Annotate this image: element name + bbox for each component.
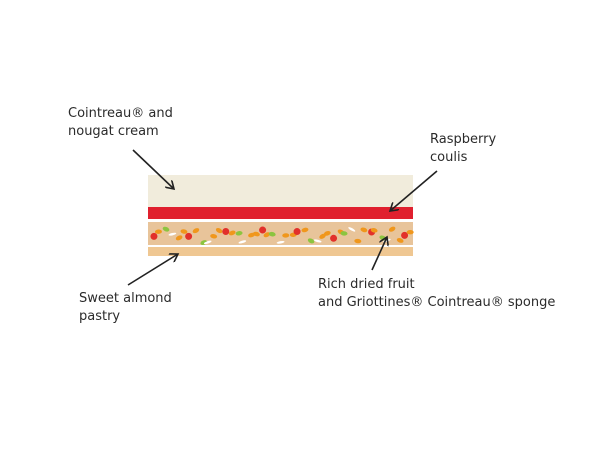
sponge-arrow xyxy=(371,237,387,271)
orange-piece xyxy=(323,231,331,236)
cherry-piece xyxy=(185,232,193,240)
green-piece xyxy=(268,231,276,237)
orange-piece xyxy=(354,238,362,244)
cherry-piece xyxy=(293,228,301,236)
sponge-label-line: Rich dried fruit xyxy=(318,277,415,292)
almond-piece xyxy=(348,227,356,232)
green-piece xyxy=(340,231,348,236)
coulis-label-line: coulis xyxy=(430,150,468,165)
orange-piece xyxy=(263,232,271,238)
almond-piece xyxy=(276,240,285,244)
sponge-label-line: and Griottines® Cointreau® sponge xyxy=(318,295,556,310)
cream-label-line: nougat cream xyxy=(68,124,159,139)
orange-piece xyxy=(252,231,260,237)
pastry-label-line: pastry xyxy=(79,309,121,324)
orange-piece xyxy=(406,229,414,235)
coulis-label-line: Raspberry xyxy=(430,132,497,147)
coulis-layer xyxy=(148,207,413,219)
almond-piece xyxy=(238,240,247,244)
cream-label-line: Cointreau® and xyxy=(68,106,173,121)
orange-piece xyxy=(360,227,368,233)
sponge-layer xyxy=(148,222,413,245)
almond-piece xyxy=(203,240,212,245)
pastry-arrow xyxy=(127,254,178,286)
orange-piece xyxy=(215,227,223,234)
orange-piece xyxy=(192,228,200,234)
cherry-piece xyxy=(259,226,267,234)
orange-piece xyxy=(180,229,188,234)
almond-piece xyxy=(168,232,177,236)
orange-piece xyxy=(319,233,326,239)
coulis-arrow xyxy=(390,170,438,211)
green-piece xyxy=(235,231,243,236)
orange-piece xyxy=(175,235,183,241)
sponge-label: Rich dried fruit and Griottines® Cointre… xyxy=(318,276,555,312)
green-piece xyxy=(162,226,170,232)
cream-arrow xyxy=(132,149,174,189)
cherry-piece xyxy=(150,232,158,240)
orange-piece xyxy=(210,234,218,239)
orange-piece xyxy=(396,238,404,243)
orange-piece xyxy=(282,233,290,238)
cherry-piece xyxy=(330,234,338,242)
green-piece xyxy=(307,238,315,244)
orange-piece xyxy=(154,229,162,234)
coulis-label: Raspberry coulis xyxy=(430,131,496,167)
cream-layer xyxy=(148,175,413,207)
cherry-piece xyxy=(401,231,409,239)
almond-piece xyxy=(313,239,322,243)
orange-piece xyxy=(228,230,236,236)
cherry-piece xyxy=(222,227,230,235)
orange-piece xyxy=(301,227,309,233)
pastry-label: Sweet almond pastry xyxy=(79,290,172,326)
pastry-label-line: Sweet almond xyxy=(79,291,172,306)
orange-piece xyxy=(370,228,378,233)
orange-piece xyxy=(388,226,396,232)
sponge-fruit-pieces xyxy=(150,226,414,245)
pastry-layer xyxy=(148,247,413,256)
cream-label: Cointreau® and nougat cream xyxy=(68,105,173,141)
